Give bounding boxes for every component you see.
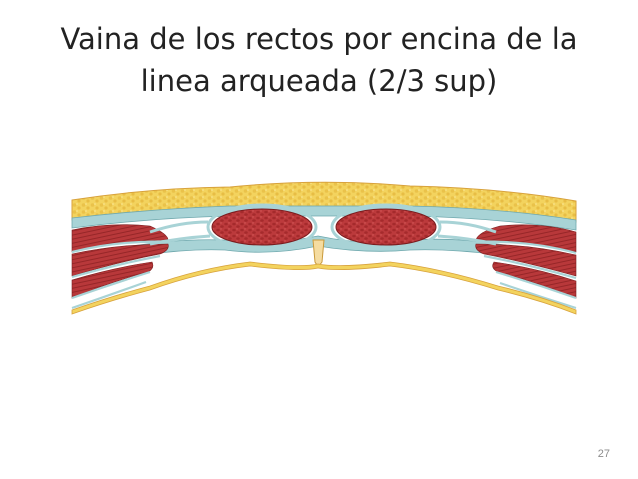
page-number: 27	[597, 448, 610, 460]
slide-title: Vaina de los rectos por encina de la lin…	[20, 18, 618, 102]
linea-alba	[312, 239, 325, 266]
extraperitoneal-fat	[71, 261, 577, 315]
left-fascia-lines	[71, 240, 169, 310]
left-rectus-abdominis	[211, 208, 313, 246]
left-transverse	[71, 261, 154, 299]
right-rectus-abdominis	[335, 208, 437, 246]
right-fascia-lines	[475, 240, 577, 310]
slide-title-line-1: Vaina de los rectos por encina de la	[60, 22, 578, 56]
left-internal-oblique	[71, 243, 169, 277]
right-internal-oblique	[475, 243, 577, 277]
slide-title-line-2: linea arqueada (2/3 sup)	[140, 64, 498, 98]
